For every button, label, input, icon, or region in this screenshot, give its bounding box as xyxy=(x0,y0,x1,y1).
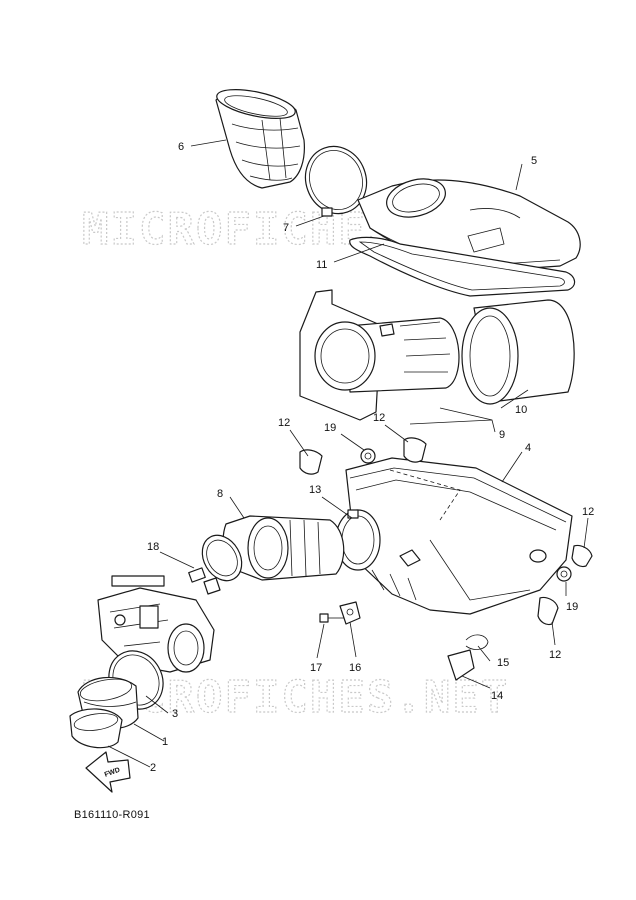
leader-lines xyxy=(107,139,589,768)
clamp-part-7 xyxy=(304,145,368,217)
grommet-part-19 xyxy=(360,448,572,582)
bolt-part-17 xyxy=(319,613,344,623)
diagram-code: B161110-R091 xyxy=(74,809,150,821)
callout-16: 16 xyxy=(349,662,361,674)
intake-duct-part-6 xyxy=(215,89,305,189)
callout-15: 15 xyxy=(497,657,509,669)
callout-12-top: 12 xyxy=(373,412,385,424)
callout-7: 7 xyxy=(283,222,289,234)
callout-2: 2 xyxy=(150,762,156,774)
fitting-part-16 xyxy=(339,601,361,625)
callout-19-top: 19 xyxy=(324,422,336,434)
callout-6: 6 xyxy=(178,141,184,153)
callout-11: 11 xyxy=(316,259,327,271)
joint-part-13 xyxy=(335,509,381,571)
callout-13: 13 xyxy=(309,484,321,496)
gasket-part-11 xyxy=(349,236,576,297)
callout-1: 1 xyxy=(162,736,168,748)
callout-12-top-left: 12 xyxy=(278,417,290,429)
callout-9: 9 xyxy=(499,429,505,441)
filter-housing-part-9 xyxy=(299,289,460,421)
clamp-part-15 xyxy=(465,634,489,650)
callout-5: 5 xyxy=(531,155,537,167)
intake-joint-part-8 xyxy=(222,515,345,581)
clamp-part-2 xyxy=(69,708,123,749)
fwd-arrow-icon: FWD xyxy=(85,751,131,793)
callout-12-bottom: 12 xyxy=(549,649,561,661)
air-cleaner-case-part-4 xyxy=(345,457,573,615)
callout-4: 4 xyxy=(525,442,531,454)
callout-3: 3 xyxy=(172,708,178,720)
callout-10: 10 xyxy=(515,404,527,416)
air-filter-part-10 xyxy=(461,299,575,405)
callouts: 6 5 7 11 10 9 12 12 19 4 8 13 12 18 19 1… xyxy=(147,141,594,774)
drain-hose-part-14 xyxy=(447,649,475,681)
callout-17: 17 xyxy=(310,662,322,674)
callout-12-right: 12 xyxy=(582,506,594,518)
clip-part-12 xyxy=(299,437,593,626)
callout-14: 14 xyxy=(491,690,503,702)
callout-18: 18 xyxy=(147,541,159,553)
callout-19-right: 19 xyxy=(566,601,578,613)
callout-8: 8 xyxy=(217,488,223,500)
clamp-part-18 xyxy=(188,534,243,595)
